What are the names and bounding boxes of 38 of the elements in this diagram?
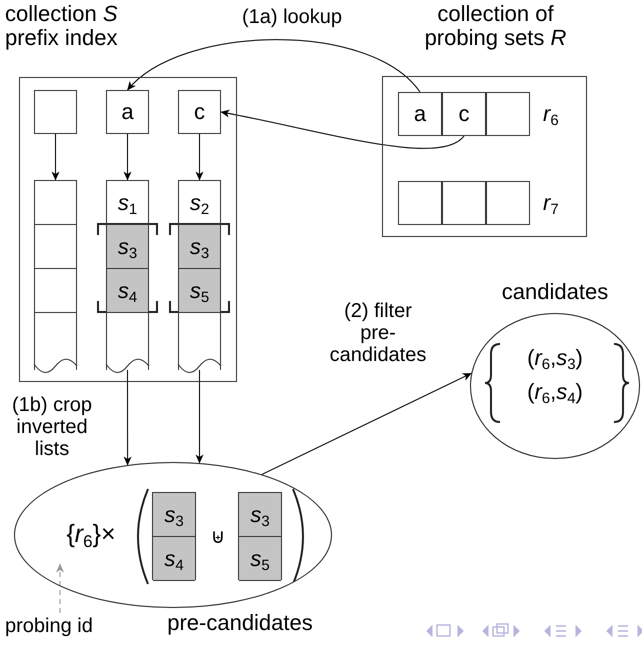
arrow <box>196 370 204 464</box>
empty-list <box>34 180 77 370</box>
probe-set-expression: {r$_{6}$}× <box>65 520 117 548</box>
row-label: r$_{6}$ <box>543 101 559 127</box>
token-slot: a <box>106 90 149 134</box>
candidate-entry: s$_{4}$ <box>153 537 195 581</box>
candidate-entry: s$_{5}$ <box>239 537 281 581</box>
collection-heading: collection of probing sets R <box>424 2 568 50</box>
arrow <box>196 134 204 180</box>
candidate-entry: s$_{3}$ <box>153 493 195 537</box>
dashed-arrow <box>56 564 64 614</box>
candidate-pair: (r$_{6}$,s$_{4}$) <box>526 378 584 406</box>
empty-slot <box>34 90 77 134</box>
candidate-entry: s$_{3}$ <box>179 225 220 269</box>
inverted-list <box>106 180 149 370</box>
collection-heading: collection S prefix index <box>5 2 119 50</box>
union-operator: ⊎ <box>210 523 226 550</box>
candidate-entry: s$_{3}$ <box>107 225 148 269</box>
candidate-stack <box>152 492 196 580</box>
arrow <box>220 110 464 149</box>
token-slot: c <box>178 90 221 134</box>
annotation-text: probing id <box>5 613 93 639</box>
arrow <box>124 370 132 466</box>
arrow <box>124 134 132 180</box>
candidate-pair: (r$_{6}$,s$_{3}$) <box>526 344 584 372</box>
token-slot: a <box>398 92 442 136</box>
candidate-entry: s$_{4}$ <box>107 269 148 313</box>
row-label: r$_{7}$ <box>543 190 559 216</box>
inverted-list <box>178 180 221 370</box>
arrow <box>261 372 472 475</box>
candidate-stack <box>238 492 282 580</box>
candidate-entry: s$_{3}$ <box>239 493 281 537</box>
token-slot: c <box>442 92 486 136</box>
ellipse-caption: pre-candidates <box>166 610 314 636</box>
candidate-entry: s$_{5}$ <box>179 269 220 313</box>
arrow <box>127 39 420 92</box>
result-heading: candidates <box>500 280 610 304</box>
arrow <box>52 134 60 180</box>
